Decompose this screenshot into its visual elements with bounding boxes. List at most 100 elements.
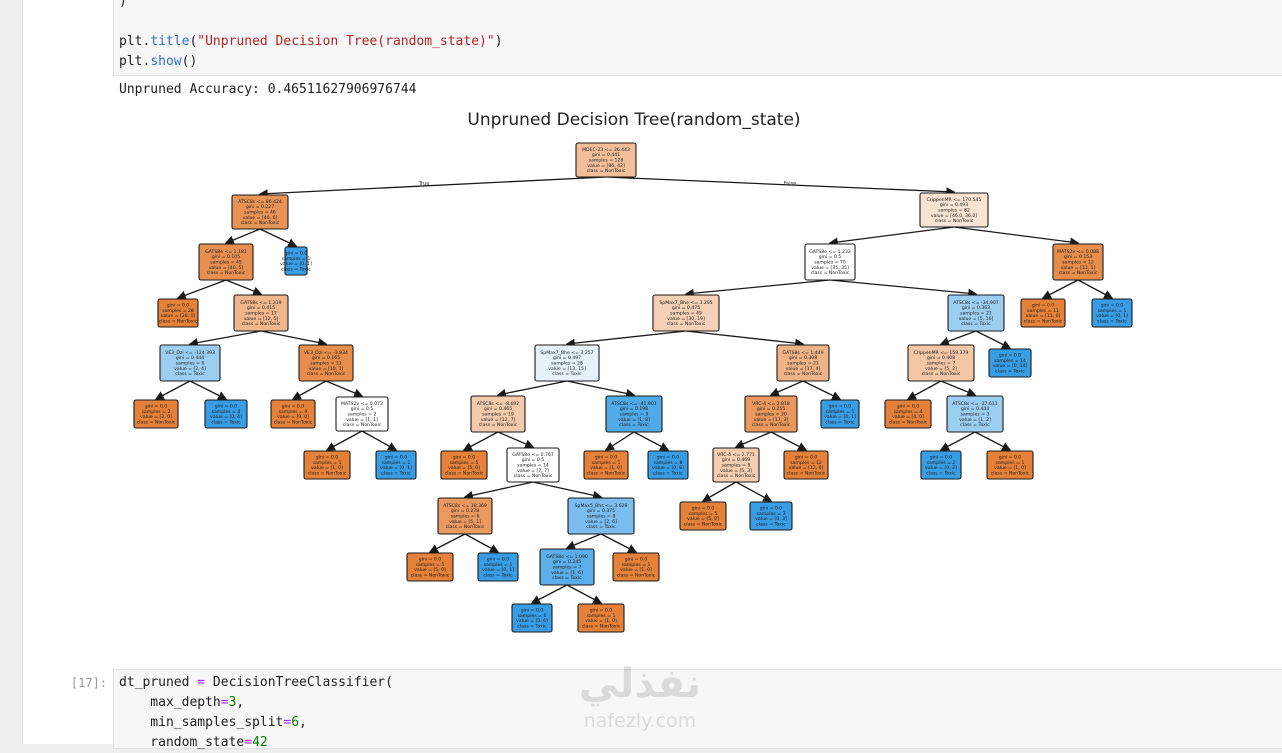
tree-node-text: samples = 8 [654,460,683,466]
tree-node-box [198,243,254,281]
tree-node-box [437,497,493,535]
tree-node-box [947,294,1005,332]
code-token: = [244,735,253,750]
tree-edge [940,380,977,397]
code-cell-pruned[interactable] [113,669,1282,749]
code-token: 6 [291,715,300,730]
tree-node-text: samples = 45 [210,259,242,265]
tree-node-text: class = Toxic [653,470,683,476]
tree-node-box [567,497,635,535]
tree-edge [566,380,636,398]
tree-node-text: value = [12, 5] [244,316,279,322]
tree-node-text: gini = 0.255 [757,406,785,412]
code-token: () [181,54,198,69]
tree-node-text: VE3_Dzi <= -3.834 [304,350,348,356]
tree-node-text: value = [5, 0] [687,516,719,522]
tree-node-text: class = NonToxic [811,270,850,276]
tree-node-text: class = NonToxic [587,470,626,476]
tree-node-text: samples = 21 [787,360,819,366]
code-token: dt_pruned [119,675,198,690]
tree-node-box [776,344,830,382]
tree-node-text: CrippenMR <= 159.379 [914,350,969,356]
tree-node-text: VRC-4 <= 2.771 [717,452,755,458]
tree-node-box [511,603,553,633]
tree-node-text: gini = 0.278 [451,508,479,514]
tree-node-text: samples = 19 [482,411,514,417]
tree-node-text: samples = 11 [1027,308,1059,314]
tree-node-text: samples = 4 [894,409,923,415]
tree-node-text: value = [12, 7] [481,417,516,423]
tree-node-text: gini = 0.415 [247,305,275,311]
tree-node-text: value = [1, 2] [959,417,991,423]
tree-node-text: class = NonToxic [587,168,626,174]
tree-node-text: GATS8s <= 1.449 [782,350,823,356]
tree-node-text: ATSC8s <= -34.907 [953,300,998,306]
tree-node-text: SpMax7_Bhe <= 3.257 [540,350,593,356]
tree-node-text: value = [5, 2] [925,366,957,372]
tree-node-text: gini = 0.0 [657,455,680,461]
edge-label-true: True [418,181,430,187]
tree-node-text: samples = 6 [176,360,205,366]
tree-node-box [946,395,1004,433]
tree-node-text: samples = 1 [1098,308,1127,314]
tree-node-box [231,194,289,230]
tree-node-text: class = NonToxic [752,422,791,428]
tree-node-text: samples = 6 [518,613,547,619]
tree-node-text: value = [1, 0] [590,465,622,471]
tree-node-box [284,246,308,276]
tree-node-text: samples = 1 [313,460,342,466]
tree-edge [802,380,842,400]
tree-node-text: samples = 28 [162,308,194,314]
tree-node-text: GATS8s <= 1.319 [240,300,281,306]
tree-node-text: samples = 1 [587,613,616,619]
tree-node-text: class = NonToxic [242,321,281,327]
tree-edge [769,380,804,397]
tree-node-text: class = Toxic [281,266,311,272]
tree-node-text: class = Toxic [552,575,582,581]
tree-node-text: value = [0, 3] [755,516,787,522]
tree-node-text: GATS8e <= 0.767 [512,452,554,458]
tree-node-text: class = NonToxic [922,371,961,377]
tree-node-text: gini = 0.0 [419,557,442,563]
tree-node-box [406,552,454,582]
tree-node-text: samples = 14 [994,358,1026,364]
code-cell-plot[interactable] [113,0,1282,76]
tree-edge [325,380,364,398]
tree-node-text: samples = 9 [620,411,649,417]
tree-edge [770,431,808,451]
code-token: = [283,715,292,730]
tree-node-text: CrippenMR <= 170.545 [927,197,982,203]
tree-edge [325,430,363,451]
tree-node-text: value = [46.0, 36.0] [931,213,977,219]
tree-node-text: value = [7, 7] [517,468,549,474]
tree-edge [532,481,603,500]
tree-node-text: samples = 4 [212,409,241,415]
tree-edge [1077,279,1114,299]
code-token: ) [119,0,127,9]
tree-node-text: samples = 28 [551,360,583,366]
tree-node-box [652,294,720,332]
tree-node-text: samples = 1 [622,562,651,568]
tree-node-text: value = [1, 0] [311,465,343,471]
tree-node-text: value = [2, 6] [585,519,617,525]
tree-edge [291,380,327,400]
tree-node-text: value = [0, 1] [280,261,312,267]
top-line: ) [119,0,503,12]
tree-node-text: gini = 0.375 [587,508,615,514]
tree-edge [685,330,805,348]
